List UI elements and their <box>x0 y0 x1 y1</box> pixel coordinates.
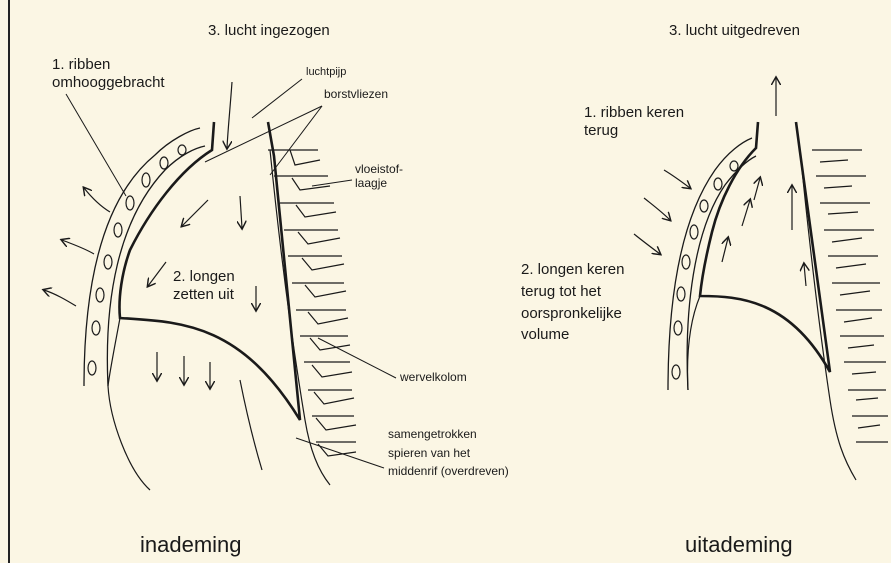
inhale-chest-wall-outer <box>84 128 200 386</box>
exhale-chest-wall-inner <box>687 156 756 390</box>
windpipe-label: luchtpijp <box>306 66 346 79</box>
pleura-label: borstvliezen <box>324 87 388 101</box>
exhale-title: uitademing <box>685 532 793 558</box>
exhale-ribs-label: 1. ribben keren terug <box>584 104 684 140</box>
inhale-spine <box>268 150 356 485</box>
exhale-air-out-label: 3. lucht uitgedreven <box>669 22 800 40</box>
inhale-air-in-label: 3. lucht ingezogen <box>208 22 330 40</box>
inhale-diaphragm <box>108 386 150 490</box>
fluid-layer-label: vloeistof- laagje <box>355 162 403 191</box>
inhale-ribs <box>88 145 186 375</box>
inhale-title: inademing <box>140 532 242 558</box>
exhale-spine <box>800 150 888 480</box>
inhale-lungs-label: 2. longen zetten uit <box>173 268 235 304</box>
inhale-chest-wall-inner <box>107 146 205 386</box>
diaphragm-label: samengetrokken spieren van het middenrif… <box>388 425 509 481</box>
exhale-chest-wall-outer <box>668 138 752 390</box>
exhale-lungs-label: 2. longen keren terug tot het oorspronke… <box>521 259 624 346</box>
inhale-ribs-label: 1. ribben omhooggebracht <box>52 56 165 92</box>
spine-label: wervelkolom <box>400 370 467 384</box>
